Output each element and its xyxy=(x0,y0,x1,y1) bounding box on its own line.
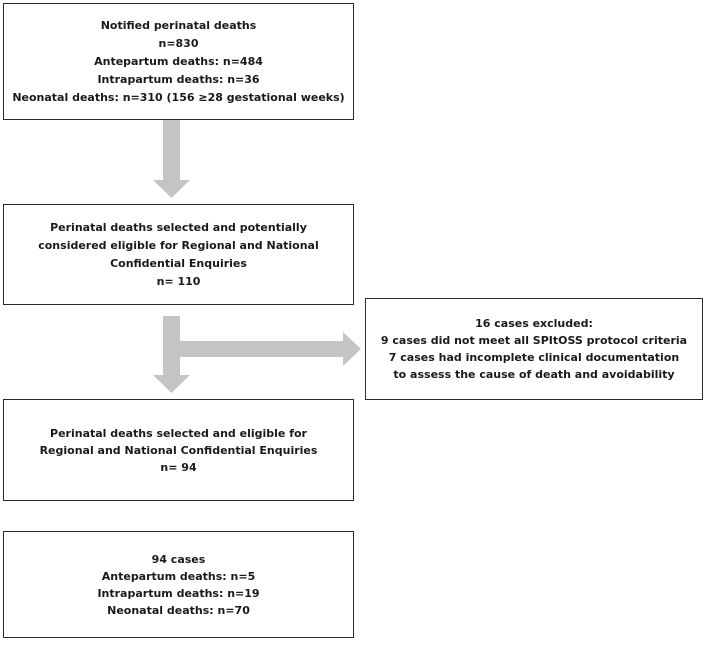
selected-line-3: Confidential Enquiries xyxy=(110,256,247,270)
final-intrapartum: Intrapartum deaths: n=19 xyxy=(97,586,260,600)
down-arrow-2 xyxy=(153,316,190,393)
final-neonatal: Neonatal deaths: n=70 xyxy=(107,603,250,617)
down-arrow-1 xyxy=(153,120,190,198)
eligible-line-1: Perinatal deaths selected and eligible f… xyxy=(50,426,307,440)
eligible-line-2: Regional and National Confidential Enqui… xyxy=(39,443,318,457)
excluded-reason-2: 7 cases had incomplete clinical document… xyxy=(388,351,680,364)
selected-line-2: considered eligible for Regional and Nat… xyxy=(38,238,319,252)
final-cases-box: 94 cases Antepartum deaths: n=5 Intrapar… xyxy=(3,531,354,638)
final-title: 94 cases xyxy=(151,552,206,566)
right-arrow-excluded xyxy=(180,332,361,366)
eligible-total: n= 94 xyxy=(160,460,197,474)
notified-title: Notified perinatal deaths xyxy=(100,18,257,32)
selected-deaths-box: Perinatal deaths selected and potentiall… xyxy=(3,204,354,305)
excluded-title: 16 cases excluded: xyxy=(475,317,593,330)
excluded-cases-box: 16 cases excluded: 9 cases did not meet … xyxy=(365,298,703,400)
notified-neonatal: Neonatal deaths: n=310 (156 ≥28 gestatio… xyxy=(12,90,345,104)
selected-line-1: Perinatal deaths selected and potentiall… xyxy=(50,220,307,234)
notified-total: n=830 xyxy=(158,36,199,50)
eligible-deaths-box: Perinatal deaths selected and eligible f… xyxy=(3,399,354,501)
excluded-reason-1: 9 cases did not meet all SPItOSS protoco… xyxy=(380,334,688,347)
excluded-reason-2-cont: to assess the cause of death and avoidab… xyxy=(393,368,675,381)
notified-antepartum: Antepartum deaths: n=484 xyxy=(94,54,263,68)
notified-intrapartum: Intrapartum deaths: n=36 xyxy=(97,72,260,86)
notified-deaths-box: Notified perinatal deaths n=830 Antepart… xyxy=(3,3,354,120)
final-antepartum: Antepartum deaths: n=5 xyxy=(101,569,256,583)
selected-total: n= 110 xyxy=(156,274,201,288)
